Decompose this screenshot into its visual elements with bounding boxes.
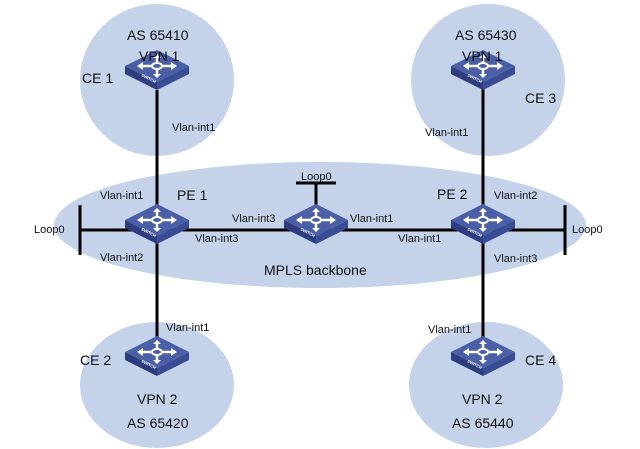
ce2-as-label: AS 65420 (127, 415, 189, 431)
pe1-loop-label: Loop0 (34, 224, 65, 236)
pe1-name-label: PE 1 (177, 187, 208, 203)
site-region-ce4 (409, 322, 563, 448)
pe1-if-up-label: Vlan-int1 (100, 190, 143, 202)
ce3-name-label: CE 3 (525, 90, 556, 106)
ce2-if-label: Vlan-int1 (166, 322, 209, 334)
ce4-name-label: CE 4 (525, 352, 556, 368)
ce1-if-label: Vlan-int1 (172, 122, 215, 134)
ce1-as-label: AS 65410 (127, 27, 189, 43)
p-if-left-label: Vlan-int3 (232, 213, 275, 225)
ce3-as-label: AS 65430 (455, 27, 517, 43)
site-region-ce2 (80, 322, 234, 448)
ce4-vpn-label: VPN 2 (462, 391, 503, 407)
pe1-if-right-label: Vlan-int3 (195, 233, 238, 245)
backbone-label: MPLS backbone (264, 262, 367, 278)
ce4-if-label: Vlan-int1 (428, 324, 471, 336)
pe2-if-left-label: Vlan-int1 (398, 233, 441, 245)
pe2-if-up-label: Vlan-int2 (494, 190, 537, 202)
ce3-if-label: Vlan-int1 (425, 127, 468, 139)
pe2-if-down-label: Vlan-int3 (494, 253, 537, 265)
ce1-name-label: CE 1 (82, 70, 113, 86)
pe2-name-label: PE 2 (437, 186, 468, 202)
ce2-vpn-label: VPN 2 (137, 391, 178, 407)
ce4-as-label: AS 65440 (452, 415, 514, 431)
pe2-loop-label: Loop0 (572, 224, 603, 236)
p-if-right-label: Vlan-int1 (350, 213, 393, 225)
pe1-if-down-label: Vlan-int2 (100, 252, 143, 264)
p-loop-label: Loop0 (301, 171, 332, 183)
ce1-vpn-label: VPN 1 (139, 48, 180, 64)
ce2-name-label: CE 2 (80, 352, 111, 368)
ce3-vpn-label: VPN 1 (462, 48, 503, 64)
